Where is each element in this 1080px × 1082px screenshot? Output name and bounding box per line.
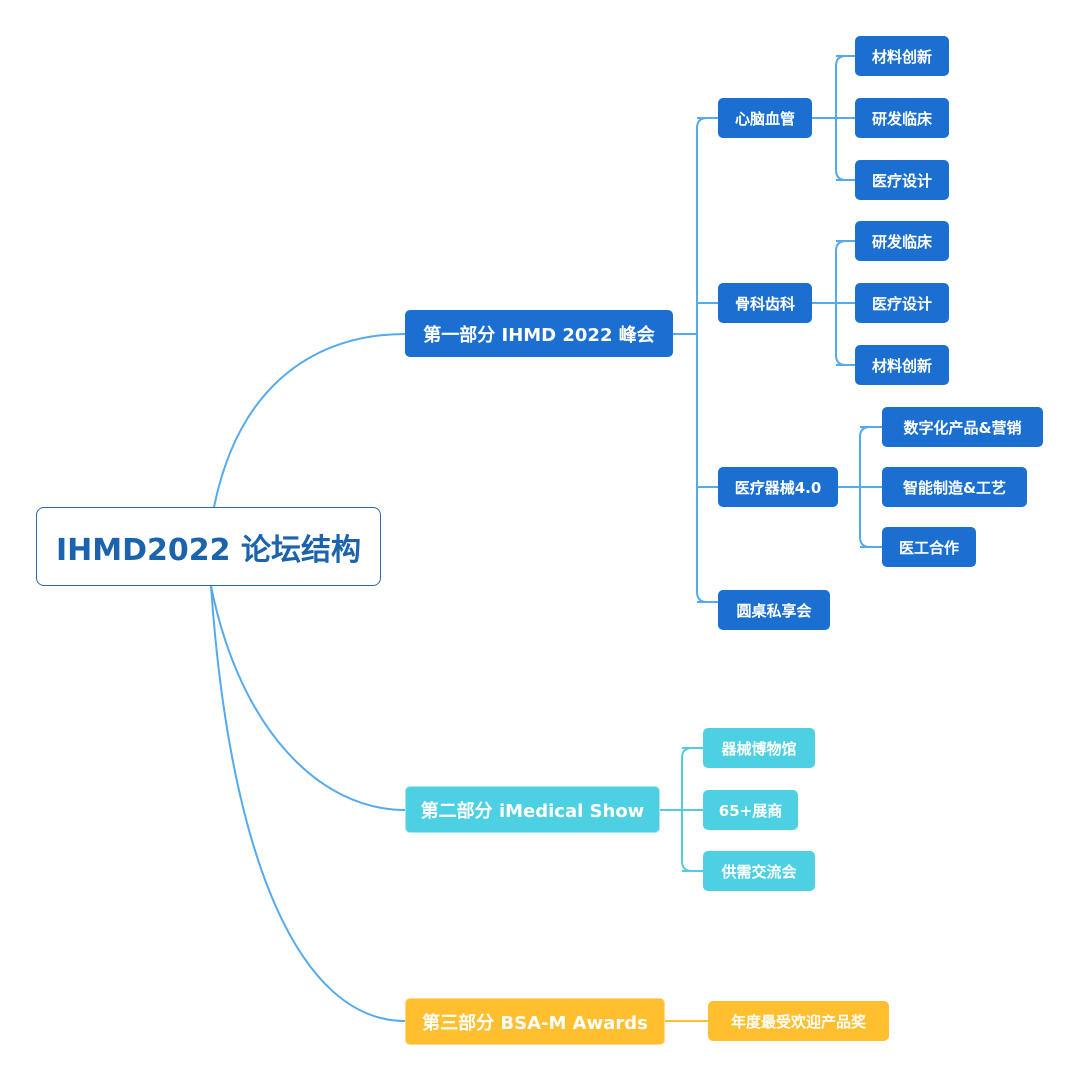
- cardio-child-1: 材料创新: [855, 36, 949, 76]
- cardio-node: 心脑血管: [718, 98, 812, 138]
- ortho-child-1: 研发临床: [855, 221, 949, 261]
- part1-node: 第一部分 IHMD 2022 峰会: [405, 310, 673, 357]
- roundtable-node: 圆桌私享会: [718, 590, 830, 630]
- device-child-1: 数字化产品&营销: [882, 407, 1043, 447]
- part3-child-1: 年度最受欢迎产品奖: [708, 1001, 889, 1041]
- cardio-child-3: 医疗设计: [855, 160, 949, 200]
- root-title: IHMD2022 论坛结构: [36, 507, 381, 586]
- ortho-child-3: 材料创新: [855, 345, 949, 385]
- device-child-2: 智能制造&工艺: [882, 467, 1027, 507]
- part2-child-3: 供需交流会: [703, 851, 815, 891]
- ortho-node: 骨科齿科: [718, 283, 812, 323]
- part3-node: 第三部分 BSA-M Awards: [405, 998, 665, 1045]
- device-child-3: 医工合作: [882, 527, 976, 567]
- part2-child-1: 器械博物馆: [703, 728, 815, 768]
- part2-child-2: 65+展商: [703, 790, 798, 830]
- device-node: 医疗器械4.0: [718, 467, 838, 507]
- ortho-child-2: 医疗设计: [855, 283, 949, 323]
- cardio-child-2: 研发临床: [855, 98, 949, 138]
- part2-node: 第二部分 iMedical Show: [405, 786, 660, 833]
